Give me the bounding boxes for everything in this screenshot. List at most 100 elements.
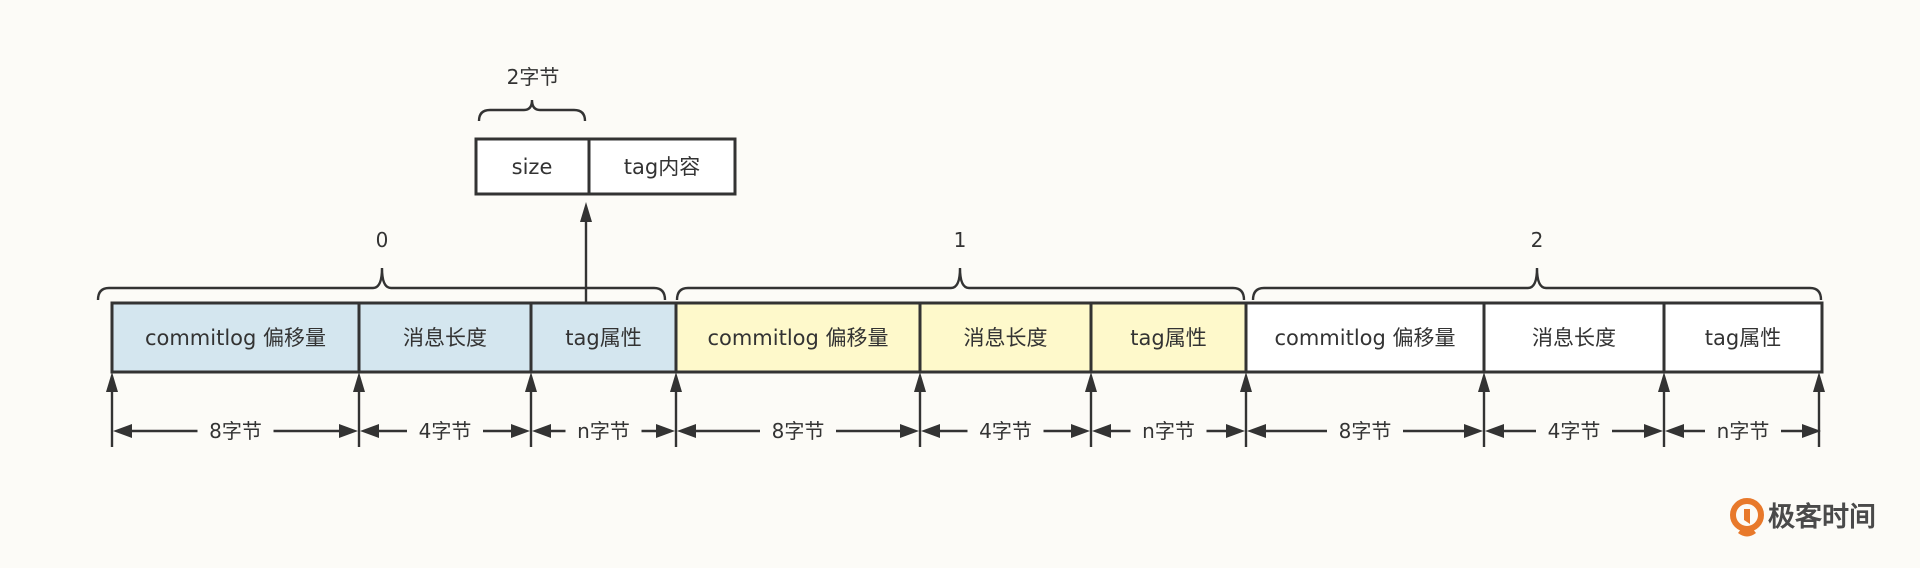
field-box [674,301,922,374]
field-cell: commitlog 偏移量 [1244,301,1486,374]
size-dimension: 8字节 [113,419,358,443]
size-dimension: 8字节 [677,419,919,443]
tag-detail-field-content: tag内容 [624,155,700,179]
size-dimension: n字节 [1665,419,1821,443]
size-dimension: 8字节 [1247,419,1483,443]
boundary-arrow [106,372,118,447]
boundary-arrow [1813,372,1825,447]
tag-detail-field-size: size [512,155,553,179]
field-label: tag属性 [565,326,641,350]
size-arrow-right-head [1802,424,1821,438]
group-brace [96,267,667,301]
size-dimension: 4字节 [360,419,530,443]
boundary-arrowhead [353,372,365,392]
size-label: n字节 [1717,419,1770,443]
field-box [1482,301,1666,374]
tag-pointer-arrowhead [580,202,592,222]
boundary-arrow [1240,372,1252,447]
size-arrow-left-head [921,424,940,438]
field-cell: tag属性 [529,301,678,374]
size-label: 8字节 [209,419,262,443]
tag-size-brace [477,99,587,122]
field-box [1244,301,1486,374]
size-label: n字节 [577,419,630,443]
size-arrow-right-head [511,424,530,438]
boundary-arrow [914,372,926,447]
boundary-arrowhead [1813,372,1825,392]
field-cell: 消息长度 [357,301,533,374]
tag-detail-box [474,137,737,196]
size-label: 4字节 [979,419,1032,443]
tag-size-brace-label: 2字节 [507,65,560,89]
size-arrow-right-head [339,424,358,438]
size-arrow-left-head [1092,424,1111,438]
field-label: commitlog 偏移量 [707,326,888,350]
size-dimension: n字节 [532,419,675,443]
size-dimension: 4字节 [921,419,1090,443]
field-cell: commitlog 偏移量 [110,301,361,374]
boundary-arrowhead [1085,372,1097,392]
size-label: n字节 [1142,419,1195,443]
message-groups: 0 commitlog 偏移量 消息长度 tag属性 1 commitlog 偏移量 消息长… [96,228,1824,374]
field-cell: 消息长度 [918,301,1093,374]
boundary-arrowhead [1478,372,1490,392]
group-index-label: 1 [954,228,967,252]
group-brace [1251,267,1823,301]
field-label: commitlog 偏移量 [1274,326,1455,350]
boundary-arrow [1478,372,1490,447]
group-index-label: 0 [376,228,389,252]
size-label: 8字节 [772,419,825,443]
size-arrow-right-head [1071,424,1090,438]
size-arrow-left-head [360,424,379,438]
field-label: 消息长度 [1532,326,1616,350]
size-label: 8字节 [1339,419,1392,443]
field-cell: tag属性 [1089,301,1248,374]
field-box [918,301,1093,374]
size-arrow-right-head [1226,424,1245,438]
geektime-logo-text: 极客时间 [1768,501,1876,533]
field-label: 消息长度 [964,326,1048,350]
field-box [529,301,678,374]
size-arrow-right-head [1644,424,1663,438]
boundary-arrow [525,372,537,447]
boundary-arrowhead [1658,372,1670,392]
size-dimension: 4字节 [1485,419,1663,443]
size-dimension: n字节 [1092,419,1245,443]
field-box [1662,301,1824,374]
size-arrow-left-head [113,424,132,438]
field-label: tag属性 [1130,326,1206,350]
size-arrow-right-head [900,424,919,438]
boundary-arrowhead [525,372,537,392]
boundary-arrow [670,372,682,447]
field-box [110,301,361,374]
field-cell: commitlog 偏移量 [674,301,922,374]
size-arrow-left-head [677,424,696,438]
dimension-arrows: 8字节 4字节 n字节 8字节 4字节 n字节 8字节 4字节 n字节 [106,372,1825,447]
size-label: 4字节 [1548,419,1601,443]
message-group-2: 2 commitlog 偏移量 消息长度 tag属性 [1244,228,1824,374]
field-label: 消息长度 [403,326,487,350]
message-group-0: 0 commitlog 偏移量 消息长度 tag属性 [96,228,678,374]
size-arrow-left-head [1247,424,1266,438]
geektime-logo-icon [1730,498,1764,537]
message-group-1: 1 commitlog 偏移量 消息长度 tag属性 [674,228,1248,374]
boundary-arrow [1085,372,1097,447]
size-arrow-left-head [1665,424,1684,438]
field-box [1089,301,1248,374]
boundary-arrow [353,372,365,447]
tag-detail: 2字节 size tag内容 [474,65,737,322]
boundary-arrowhead [914,372,926,392]
boundary-arrowhead [106,372,118,392]
field-cell: tag属性 [1662,301,1824,374]
size-arrow-right-head [656,424,675,438]
size-arrow-right-head [1464,424,1483,438]
group-index-label: 2 [1531,228,1544,252]
geektime-logo: 极客时间 [1730,498,1876,537]
field-label: commitlog 偏移量 [145,326,326,350]
field-cell: 消息长度 [1482,301,1666,374]
boundary-arrowhead [670,372,682,392]
boundary-arrow [1658,372,1670,447]
group-brace [675,267,1246,301]
